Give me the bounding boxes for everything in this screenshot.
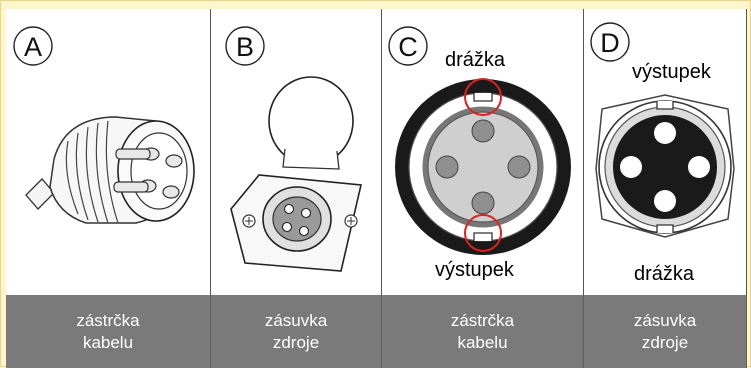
cable-plug-front-view: C [388, 26, 571, 255]
caption-line: zdroje [272, 332, 320, 352]
groove-label: drážka [445, 49, 506, 71]
socket-insert [613, 115, 717, 219]
caption-line: zástrčka [76, 310, 140, 330]
panel-c: C drážka výstupek [382, 9, 584, 295]
caption-line: kabelu [457, 332, 508, 352]
panel-b: B [211, 9, 382, 295]
letter-text: A [24, 32, 42, 62]
key-mark [656, 101, 674, 110]
letter-badge [225, 26, 265, 66]
letter-badge [13, 26, 53, 66]
caption-d: zásuvka zdroje [584, 295, 747, 368]
panel-a: A [6, 9, 211, 295]
letter-text: C [398, 32, 418, 62]
key-label: výstupek [435, 259, 514, 281]
caption-line: zásuvka [264, 310, 328, 330]
plug-pins [113, 147, 183, 199]
panel-d: D výstupek drážka [584, 9, 747, 295]
groove-highlight [464, 78, 502, 116]
letter-badge [590, 22, 630, 62]
cable-plug-illustration: A [13, 26, 195, 224]
caption-line: zdroje [641, 332, 689, 352]
letter-text: D [600, 28, 620, 58]
letter-text: B [236, 32, 254, 62]
key-mark [473, 232, 493, 241]
caption-line: zástrčka [450, 310, 515, 330]
groove-mark [473, 93, 493, 102]
caption-a: zástrčka kabelu [6, 295, 211, 368]
groove-label: drážka [634, 263, 695, 285]
power-socket-illustration: B [225, 26, 362, 272]
groove-mark [656, 224, 674, 233]
socket-holes [620, 122, 710, 212]
caption-c: zástrčka kabelu [382, 295, 584, 368]
pins [435, 119, 531, 215]
caption-line: kabelu [82, 332, 134, 352]
socket-holes [281, 203, 312, 237]
key-label: výstupek [632, 61, 711, 83]
power-socket-front-view: D [590, 22, 735, 238]
letter-badge [388, 26, 428, 66]
caption-b: zásuvka zdroje [211, 295, 382, 368]
caption-line: zásuvka [633, 310, 697, 330]
key-highlight [464, 214, 502, 252]
grip-ribs [65, 120, 119, 224]
